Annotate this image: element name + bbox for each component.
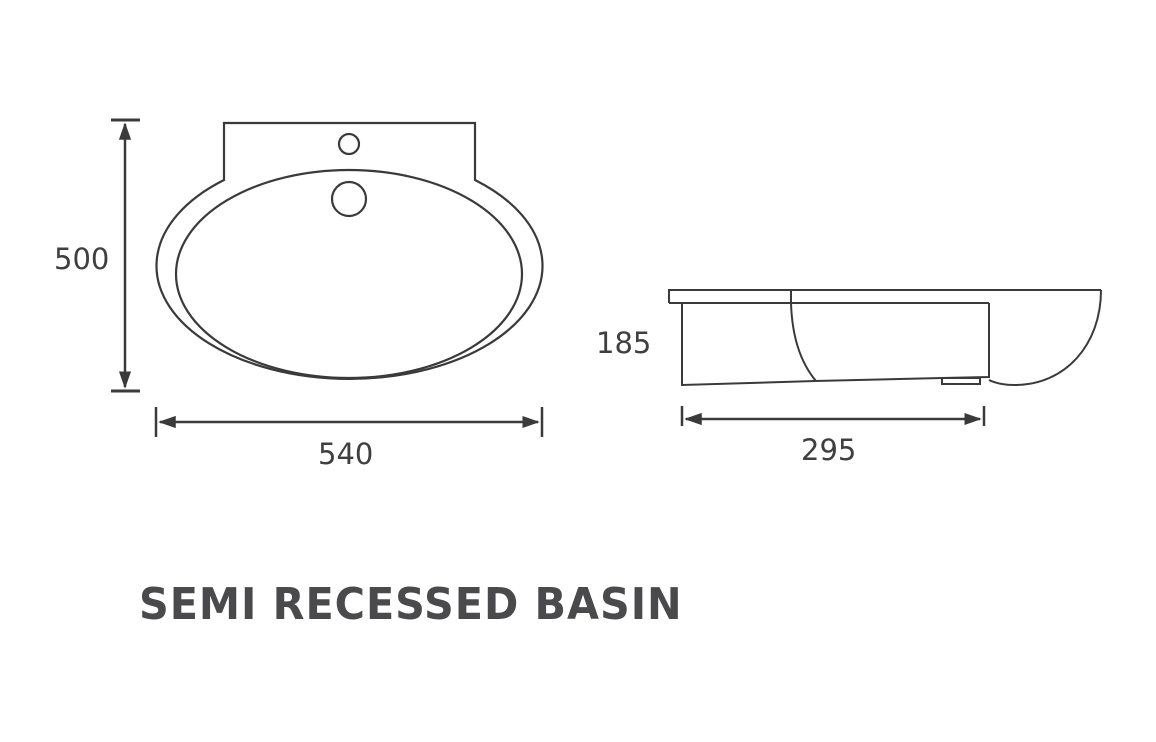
basin-body [681, 303, 990, 387]
tap-hole [337, 132, 361, 156]
waste-fitting [941, 377, 981, 385]
product-title: SEMI RECESSED BASIN [139, 579, 683, 630]
plan-width-label: 540 [318, 437, 374, 471]
basin-bowl [174, 168, 524, 380]
width-dimension-540 [154, 407, 544, 437]
overflow-hole [330, 180, 368, 218]
side-depth-label: 295 [801, 433, 857, 467]
bowl-curve [790, 290, 817, 382]
side-view [668, 289, 1102, 387]
plan-view [155, 121, 544, 380]
height-dimension-500 [111, 118, 140, 393]
side-height-label: 185 [596, 326, 652, 360]
bowl-front-curve [988, 289, 1102, 387]
depth-dimension-295 [680, 406, 986, 426]
plan-height-label: 500 [54, 242, 110, 276]
basin-top-slab [668, 289, 1101, 303]
